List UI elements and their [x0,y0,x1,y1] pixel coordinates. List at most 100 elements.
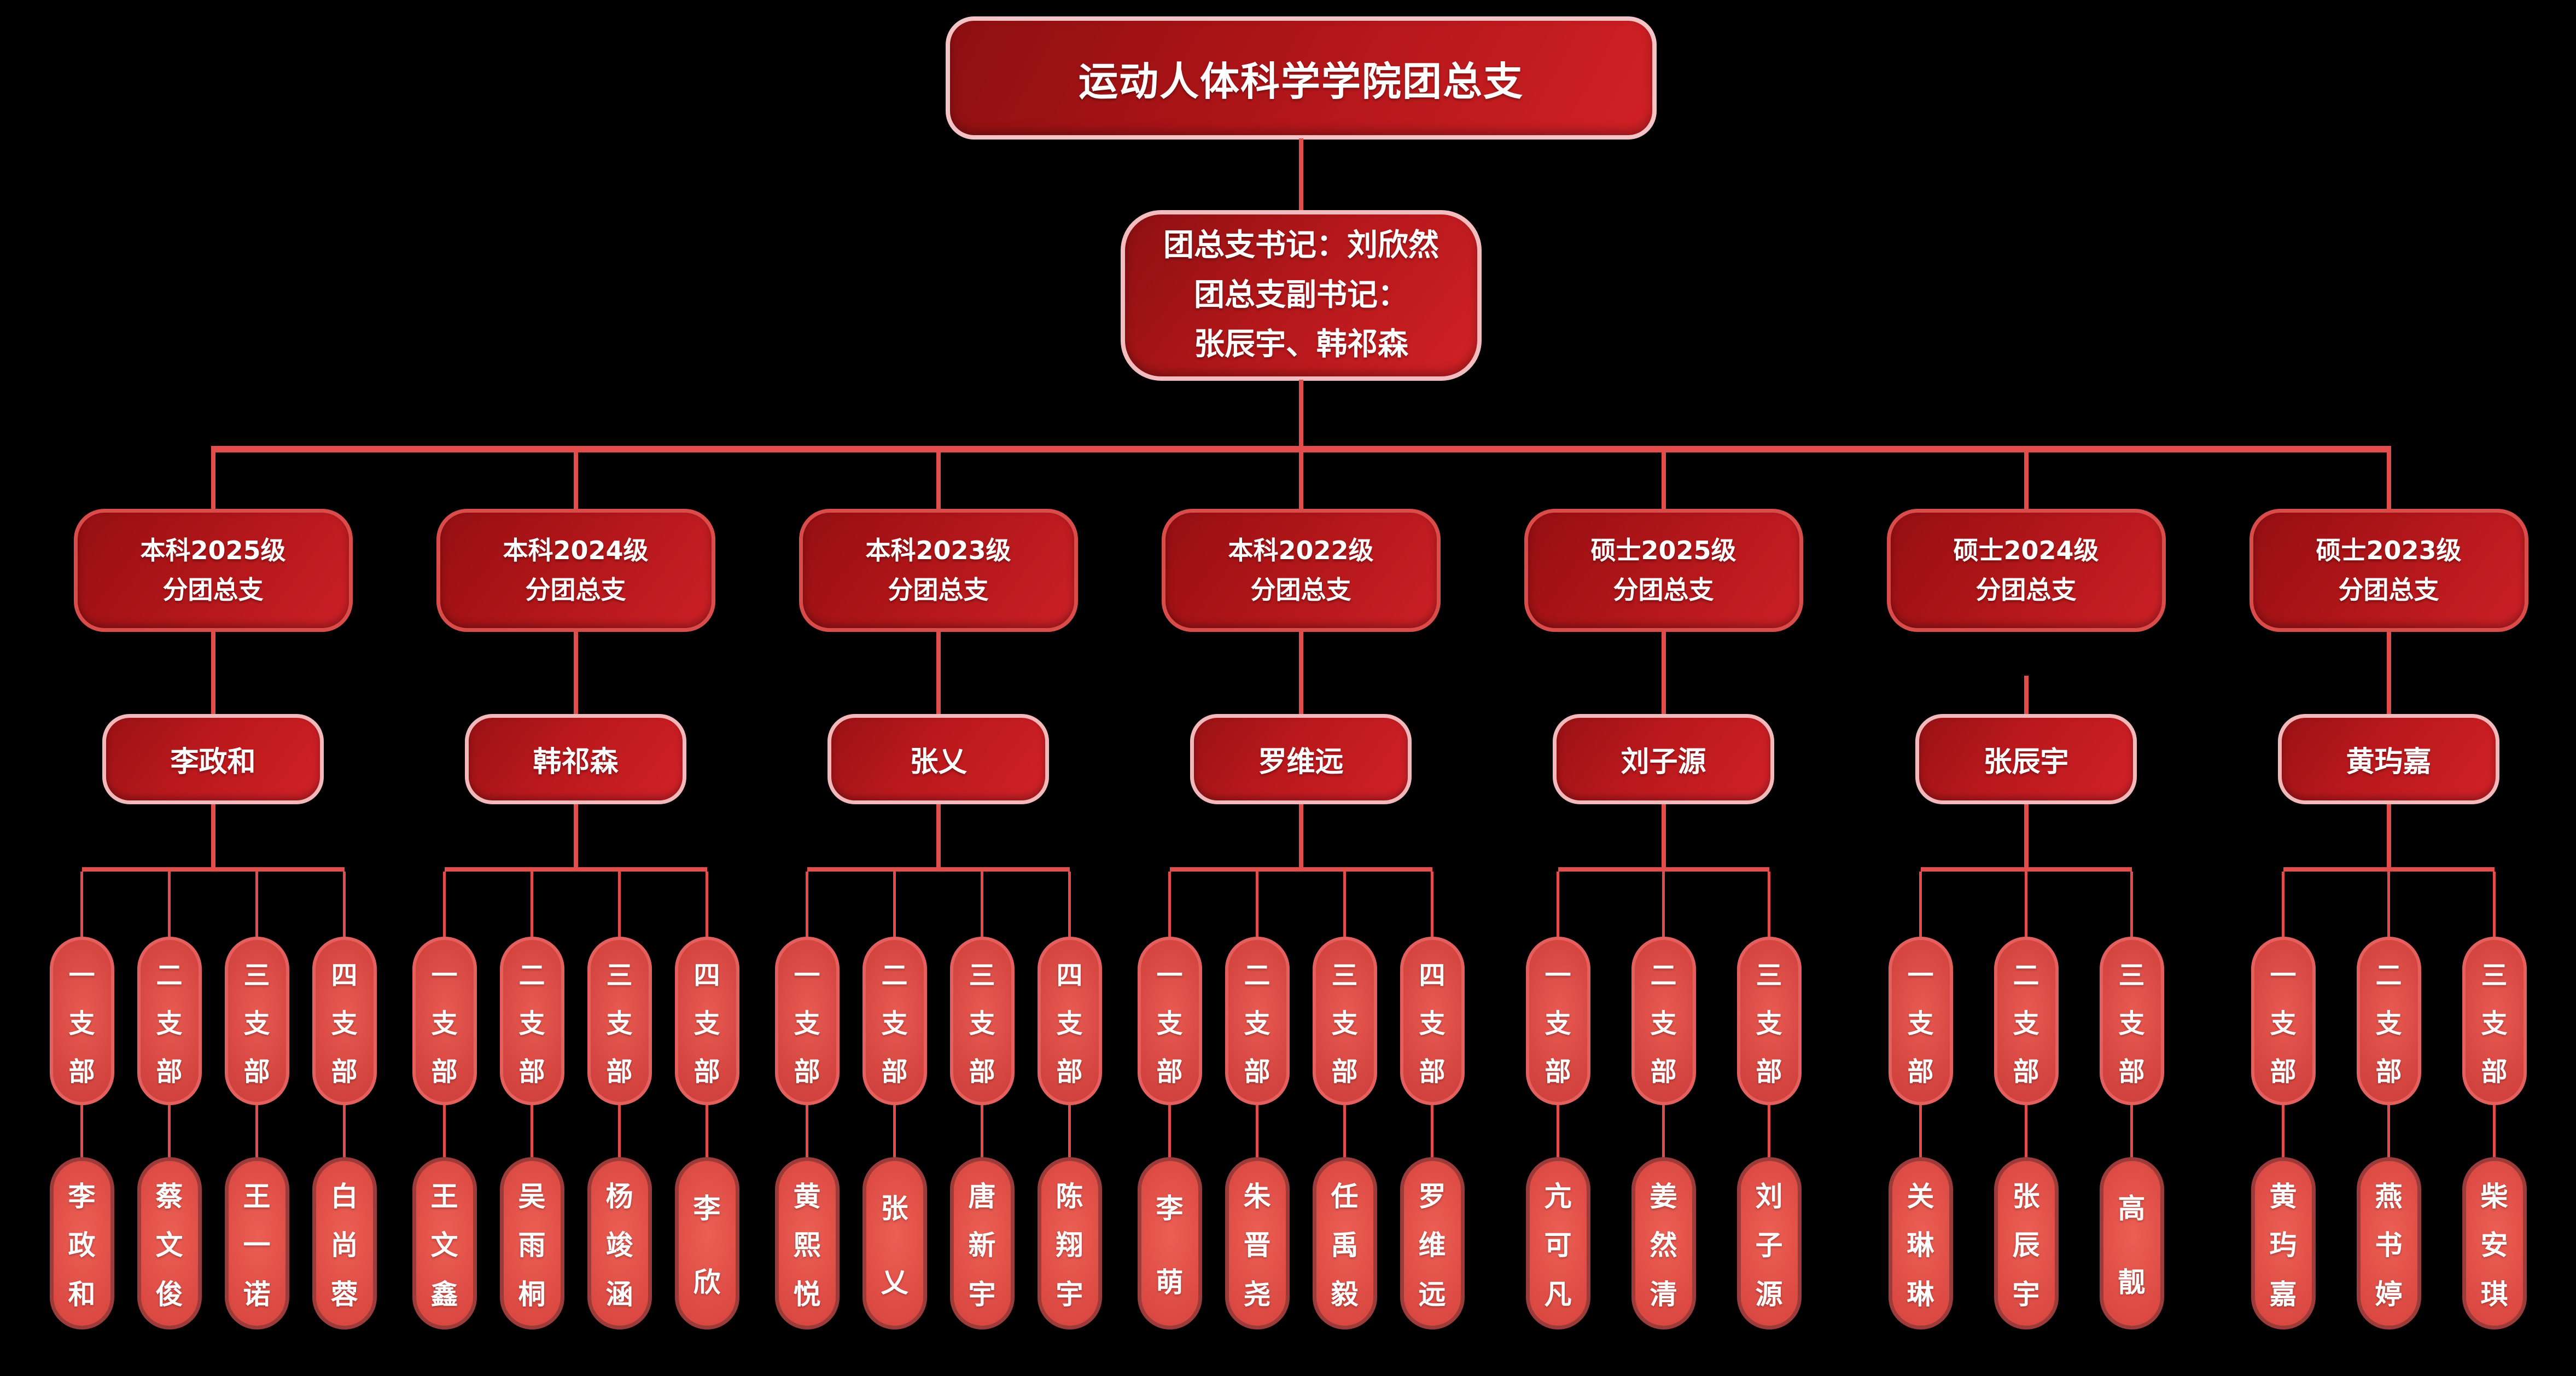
sub-branch-pill: 四支部 [674,937,739,1105]
branch-column-3: 本科2023级 分团总支 张乂 一支部 黄熙悦 二支部 张乂 三支部 唐新宇 四… [757,446,1120,1329]
sub-branch-label-char: 支 [2375,1008,2402,1039]
connector-subbar-pill [1431,872,1433,937]
sub-branch-column: 一支部 李政和 [38,872,126,1329]
member-name-char: 任 [1331,1180,1359,1212]
sub-branches: 一支部 李政和 二支部 蔡文俊 三支部 王一诺 四支部 白尚蓉 [38,872,388,1329]
member-name-char: 姜 [1650,1180,1677,1212]
sub-branch-label-char: 支 [2118,1008,2145,1039]
connector-subbar-pill [168,872,171,937]
sub-branch-column: 一支部 关琳琳 [1868,872,1973,1329]
member-name-char: 张 [881,1193,908,1225]
branch-box: 本科2022级 分团总支 [1161,509,1441,632]
sub-branch-label-char: 二 [1244,960,1270,991]
sub-branch-label-char: 支 [1056,1008,1083,1039]
connector-branch-leader [1298,632,1303,714]
member-name-char: 雨 [518,1229,546,1262]
sub-branch-label-char: 支 [1331,1008,1358,1039]
connector-subbar-pill [618,872,621,937]
member-name-char: 靓 [2118,1266,2146,1298]
leader-name: 张乂 [910,746,967,779]
sub-branch-label-char: 部 [969,1056,995,1087]
sub-branch-label-char: 三 [2481,960,2508,991]
member-name-char: 和 [68,1279,96,1311]
member-name-pill: 陈翔宇 [1037,1157,1102,1329]
member-name-pill: 黄玙嘉 [2251,1157,2316,1329]
sub-branch-label-char: 部 [331,1056,358,1087]
member-name-pill: 高靓 [2099,1157,2164,1329]
connector-subbar-pill [80,872,83,937]
member-name-char: 可 [1544,1229,1572,1262]
member-name-char: 高 [2118,1193,2146,1225]
sub-branch-label-char: 支 [1907,1008,1934,1039]
member-name-char: 李 [68,1180,96,1212]
connector-subbar-pill [1343,872,1346,937]
sub-branch-label-char: 二 [2375,960,2402,991]
connector-bar-branch [2024,446,2029,509]
connector-leader-subbar [211,804,215,867]
leader-box: 韩祁森 [465,714,686,804]
branch-title-line-2: 分团总支 [525,574,626,605]
leader-name: 张辰宇 [1983,746,2069,779]
sub-branch-column: 一支部 李萌 [1126,872,1214,1329]
member-name-char: 一 [243,1229,271,1262]
member-name-char: 远 [1418,1279,1446,1311]
secretary-line-3: 张辰宇、韩祁森 [1194,327,1408,363]
connector-subbar-pill [1557,872,1559,937]
sub-branch-label-char: 支 [693,1008,720,1039]
member-name-pill: 张乂 [862,1157,927,1329]
member-name-char: 乂 [881,1266,908,1298]
branch-title-line-2: 分团总支 [162,574,264,605]
connector-leader-subbar [2024,804,2029,867]
member-name-char: 萌 [1156,1266,1184,1298]
connector-pill-name [168,1105,171,1157]
sub-branches: 一支部 黄玙嘉 二支部 燕书婷 三支部 柴安琪 [2230,872,2547,1329]
member-name-pill: 白尚蓉 [312,1157,377,1329]
connector-subbar-pill [1662,872,1665,937]
sub-branch-label-char: 支 [68,1008,95,1039]
leader-name: 黄玙嘉 [2346,746,2432,779]
sub-branch-label-char: 部 [1156,1056,1183,1087]
member-name-char: 宇 [1056,1279,1083,1311]
sub-branch-label-char: 四 [693,960,720,991]
sub-branch-pill: 二支部 [1994,937,2059,1105]
sub-branch-pill: 三支部 [2462,937,2527,1105]
connector-pill-name [80,1105,83,1157]
member-name-pill: 柴安琪 [2462,1157,2527,1329]
connector-pill-name [1557,1105,1559,1157]
sub-horizontal-bar [1169,867,1432,872]
connector-subbar-pill [2493,872,2496,937]
connector-leader-subbar [573,804,578,867]
sub-branch-label-char: 支 [518,1008,545,1039]
sub-branches: 一支部 王文鑫 二支部 吴雨桐 三支部 杨竣涵 四支部 李欣 [401,872,751,1329]
connector-branch-leader-line [1661,632,1666,714]
branch-title-line-1: 硕士2023级 [2316,536,2462,566]
sub-branch-column: 三支部 高靓 [2079,872,2184,1329]
connector-pill-name [1168,1105,1171,1157]
member-name-char: 吴 [518,1180,546,1212]
sub-branch-label-char: 部 [1244,1056,1270,1087]
connector-pill-name [1662,1105,1665,1157]
connector-bar-branch [936,446,941,509]
leader-box: 张辰宇 [1915,714,2137,804]
member-name-char: 琳 [1907,1279,1934,1311]
sub-branch-label-char: 部 [518,1056,545,1087]
sub-branch-label-char: 支 [794,1008,820,1039]
member-name-char: 蔡 [155,1180,183,1212]
connector-subbar-pill [2025,872,2027,937]
connector-branch-leader-line [573,632,578,714]
branch-box: 硕士2023级 分团总支 [2249,509,2528,632]
leader-box: 张乂 [827,714,1049,804]
leader-box: 黄玙嘉 [2278,714,2499,804]
member-name-char: 鑫 [430,1279,458,1311]
member-name-pill: 朱晋尧 [1225,1157,1290,1329]
sub-branch-column: 三支部 杨竣涵 [576,872,663,1329]
sub-branch-label-char: 部 [606,1056,633,1087]
leader-box: 李政和 [102,714,324,804]
member-name-char: 王 [243,1180,271,1212]
sub-branch-column: 一支部 王文鑫 [401,872,488,1329]
member-name-char: 源 [1755,1279,1783,1311]
connector-bar-branch [1661,446,1666,509]
sub-horizontal-bar [1920,867,2132,872]
connector-pill-name [1343,1105,1346,1157]
